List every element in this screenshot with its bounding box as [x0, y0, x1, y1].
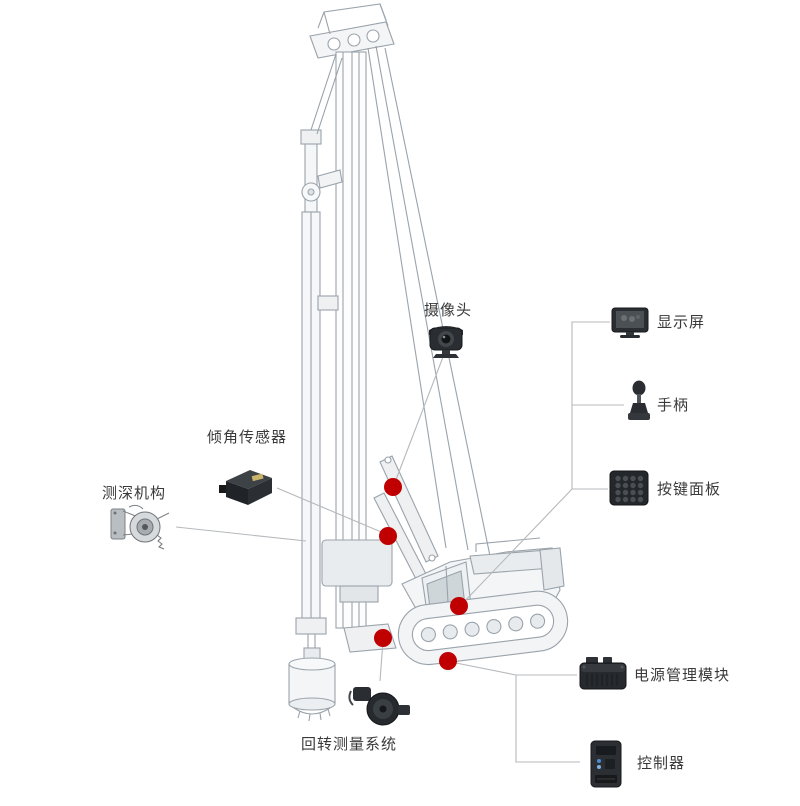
tilt-sensor-icon	[219, 465, 277, 507]
marker-dots	[374, 478, 468, 670]
camera-icon	[426, 320, 466, 358]
label-joystick: 手柄	[657, 396, 690, 414]
label-power-module: 电源管理模块	[634, 666, 731, 684]
rotary-encoder-icon	[345, 681, 411, 729]
label-rotary-measure: 回转测量系统	[301, 735, 398, 753]
drill-rig	[288, 3, 569, 722]
label-tilt-sensor: 倾角传感器	[207, 428, 288, 446]
keypad-icon	[609, 469, 649, 507]
label-camera: 摄像头	[424, 301, 473, 319]
marker-dot-rotary-measure	[374, 629, 392, 647]
power-module-icon	[577, 653, 629, 695]
depth-winch-icon	[109, 501, 175, 555]
label-depth-mechanism: 测深机构	[102, 484, 167, 502]
label-controller: 控制器	[637, 754, 686, 772]
leader-lines	[175, 321, 624, 763]
marker-dot-power	[439, 652, 457, 670]
label-display: 显示屏	[657, 313, 706, 331]
display-icon	[610, 306, 650, 338]
marker-dot-tilt-sensor	[379, 527, 397, 545]
marker-dot-camera	[384, 478, 402, 496]
marker-dot-cab-console	[450, 597, 468, 615]
label-keypad: 按键面板	[657, 480, 722, 498]
controller-icon	[581, 739, 629, 791]
joystick-icon	[627, 380, 651, 422]
